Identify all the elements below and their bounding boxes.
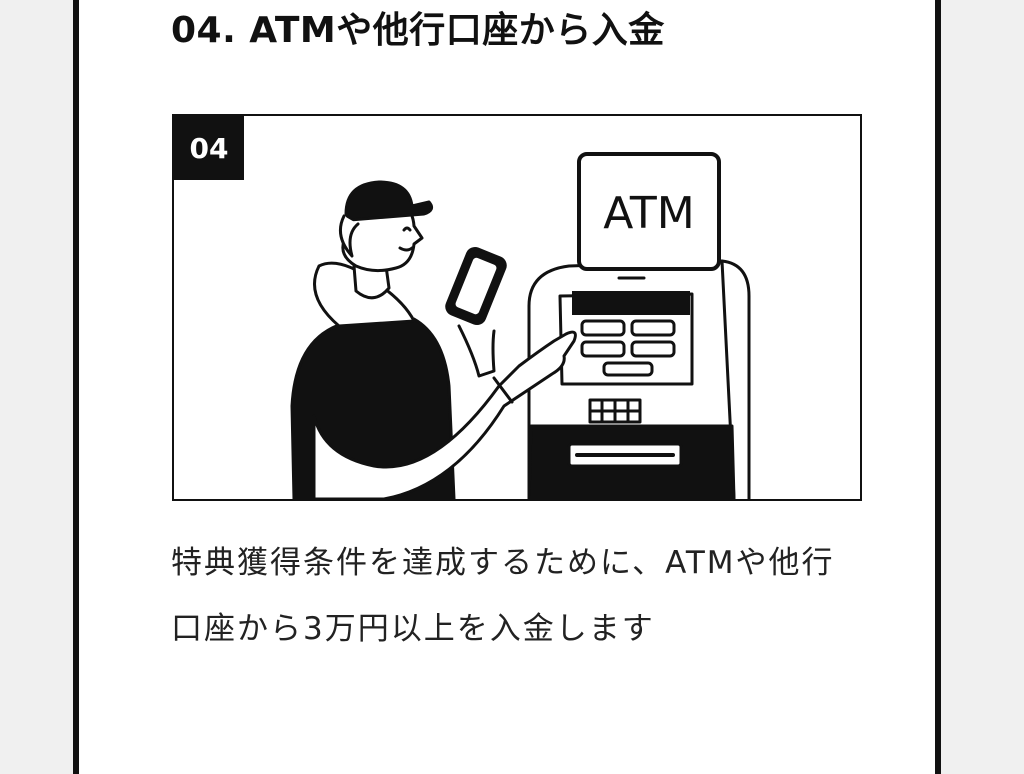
step-badge: 04	[174, 116, 244, 180]
step-card: 04. ATMや他行口座から入金	[73, 0, 941, 774]
atm-sign-text: ATM	[603, 188, 695, 239]
step-description: 特典獲得条件を達成するために、ATMや他行口座から3万円以上を入金します	[171, 545, 835, 647]
atm-illustration: ATM	[290, 152, 751, 499]
step-title: 04. ATMや他行口座から入金	[171, 10, 665, 51]
step-illustration: ATM 04	[172, 114, 862, 501]
person-cap	[344, 180, 434, 222]
